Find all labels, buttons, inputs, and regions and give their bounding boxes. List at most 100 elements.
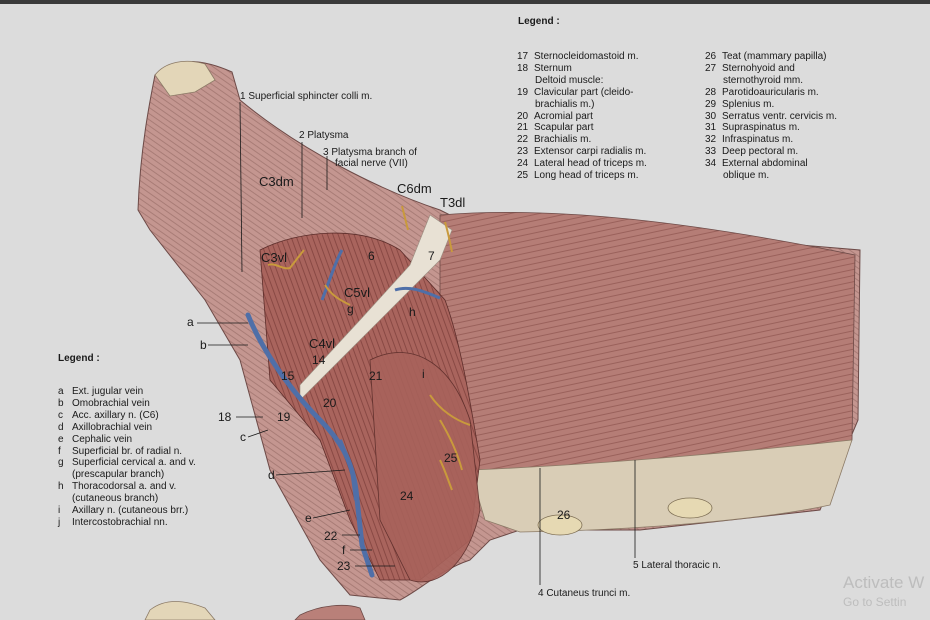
legend-entry: 28 Parotidoauricularis m.	[705, 87, 837, 99]
leader-e	[312, 509, 351, 519]
label-c: c	[240, 430, 246, 444]
label-19: 19	[277, 410, 291, 424]
intercostobrachial-nerves	[439, 459, 453, 491]
legend-entry-text: oblique m.	[723, 170, 770, 182]
legend-entry-number: 17	[517, 51, 529, 62]
label-d: d	[268, 468, 275, 482]
legend-entry: 22 Brachialis m.	[517, 134, 647, 146]
legend-left-text: Omobrachial vein	[72, 397, 150, 409]
label-25: 25	[444, 451, 458, 465]
label-3a: 3 Platysma branch of	[323, 147, 417, 158]
legend-entry: 29 Splenius m.	[705, 99, 837, 111]
label-e: e	[305, 511, 312, 525]
legend-left-text: Axillary n. (cutaneous brr.)	[72, 505, 189, 517]
label-7: 7	[428, 249, 435, 263]
legend-left-text: Superficial cervical a. and v.	[72, 457, 196, 469]
label-22: 22	[324, 529, 338, 543]
label-2: 2 Platysma	[299, 130, 349, 141]
label-14: 14	[312, 353, 326, 367]
label-5: 5 Lateral thoracic n.	[633, 560, 721, 571]
legend-entry-number: 22	[517, 134, 529, 146]
legend-entry-number: 32	[705, 134, 717, 146]
legend-left-key: b	[58, 397, 64, 409]
legend-left-title: Legend :	[58, 353, 100, 364]
legend-left-entry: i Axillary n. (cutaneous brr.)	[58, 505, 196, 517]
legend-left-key: j	[58, 516, 61, 528]
legend-entry-number: 26	[705, 51, 717, 62]
legend-entry-number: 33	[705, 146, 717, 158]
legend-entry-text: Extensor carpi radialis m.	[534, 146, 647, 158]
label-3b: facial nerve (VII)	[335, 158, 408, 169]
legend-entry-number: 21	[517, 122, 529, 134]
legend-entry-number: 28	[705, 86, 717, 98]
legend-left-text: Thoracodorsal a. and v.	[72, 481, 177, 493]
label-4: 4 Cutaneus trunci m.	[538, 588, 630, 599]
legend-left-text: Cephalic vein	[72, 433, 133, 445]
legend-entry-text: Parotidoauricularis m.	[722, 86, 819, 98]
legend-entry-number: 27	[705, 62, 717, 74]
cutaneus-trunci-muscle	[439, 211, 856, 471]
legend-entry-number: 29	[705, 98, 717, 110]
legend-left-text: Superficial br. of radial n.	[72, 445, 183, 457]
legend-left-key: c	[58, 409, 63, 421]
legend-entry-number: 20	[517, 110, 529, 122]
legend-right-title: Legend :	[518, 16, 560, 27]
leader-d	[275, 469, 346, 476]
watermark-line-1: Activate W	[843, 573, 925, 592]
legend-left-key: g	[58, 457, 64, 469]
lower-limb-stub	[144, 601, 216, 620]
legend-entry-text: Brachialis m.	[534, 134, 592, 146]
legend-left-key: d	[58, 421, 64, 433]
legend-left-entry: b Omobrachial vein	[58, 398, 196, 410]
legend-entry: brachialis m.)	[517, 99, 647, 111]
lower-skin-stub	[294, 604, 366, 620]
legend-left-entry: (prescapular branch)	[58, 469, 196, 481]
legend-left-text: Intercostobrachial nn.	[72, 516, 168, 528]
label-h: h	[409, 305, 416, 319]
legend-left-text: (prescapular branch)	[72, 469, 165, 481]
nerve-c6dm	[401, 205, 409, 231]
legend-entry-text: brachialis m.)	[535, 98, 595, 110]
legend-entry-number: 25	[517, 170, 529, 182]
legend-left-text: Ext. jugular vein	[72, 386, 144, 397]
legend-entry-text: Deltoid muscle:	[535, 74, 604, 86]
legend-entry-text: Lateral head of triceps m.	[534, 158, 647, 170]
label-b: b	[200, 338, 207, 352]
legend-entry-text: Sternocleidomastoid m.	[534, 51, 639, 62]
legend-left-text: (cutaneous branch)	[72, 493, 159, 505]
label-1: 1 Superficial sphincter colli m.	[240, 91, 372, 102]
legend-entry-text: Acromial part	[534, 110, 593, 122]
legend-left-key: i	[58, 505, 61, 517]
label-c6dm: C6dm	[397, 181, 432, 196]
legend-entry-number: 34	[705, 158, 717, 170]
legend-entry: oblique m.	[705, 170, 837, 182]
label-f: f	[342, 543, 346, 557]
label-20: 20	[323, 396, 337, 410]
thoracodorsal-vessel	[394, 286, 441, 300]
watermark-line-2: Go to Settin	[843, 595, 907, 609]
nerve-t3dl	[444, 221, 453, 253]
nerve-c5vl	[324, 284, 351, 306]
legend-left-text: Axillobrachial vein	[72, 421, 153, 433]
label-15: 15	[281, 369, 295, 383]
triceps-muscle	[369, 352, 481, 583]
fascia-band	[299, 214, 453, 401]
legend-entry-text: Splenius m.	[722, 98, 775, 110]
legend-entry-text: Sternum	[534, 62, 572, 74]
legend-entry: 17 Sternocleidomastoid m.	[517, 51, 647, 63]
legend-entry-number: 19	[517, 86, 529, 98]
legend-entry-text: Scapular part	[534, 122, 594, 134]
legend-left-key: f	[58, 445, 61, 457]
label-24: 24	[400, 489, 414, 503]
legend-left-entry: d Axillobrachial vein	[58, 422, 196, 434]
